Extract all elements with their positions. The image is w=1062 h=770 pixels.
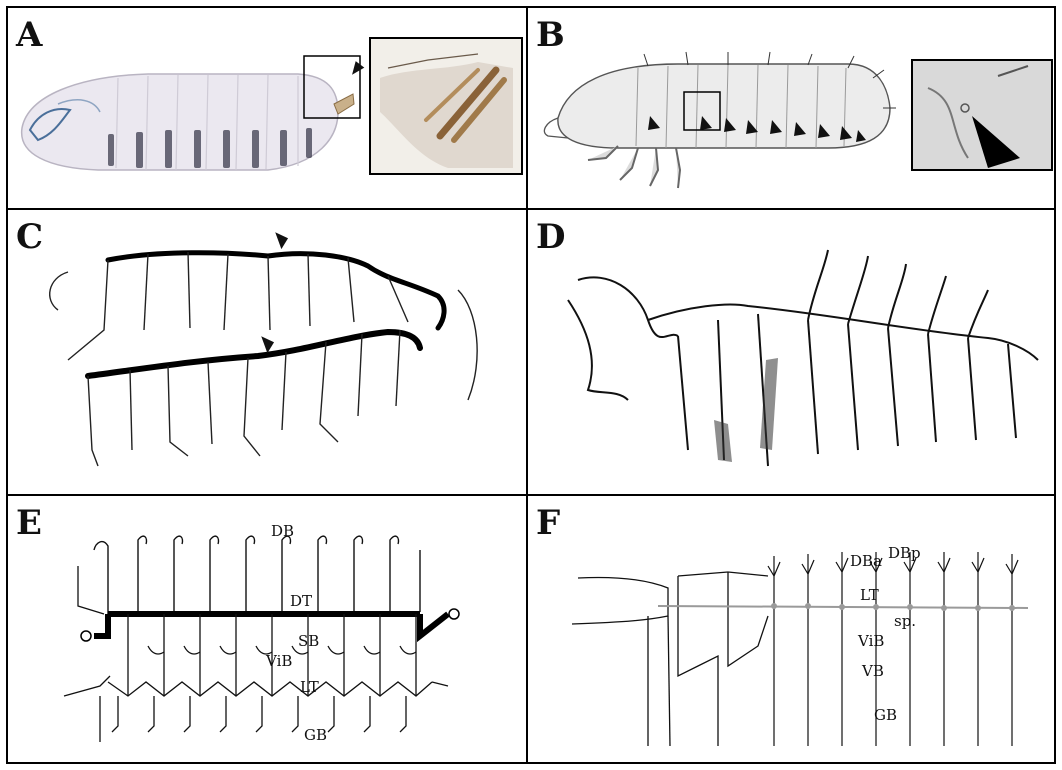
anterior-structure-f xyxy=(572,572,768,746)
label-dba: DBa xyxy=(850,552,882,570)
label-vib-f: ViB xyxy=(857,632,884,650)
label-vib: ViB xyxy=(265,652,292,670)
label-vb: VB xyxy=(861,662,884,680)
larva-body-b xyxy=(558,64,890,148)
panel-e: E xyxy=(6,494,528,764)
arrowheads-c xyxy=(261,229,291,353)
label-gb-f: GB xyxy=(874,706,897,724)
panel-f: F xyxy=(526,494,1056,764)
panel-d: D xyxy=(526,208,1056,496)
dorsal-branches-e xyxy=(94,536,420,616)
label-db: DB xyxy=(271,522,294,540)
panel-b-larva-illustration xyxy=(528,8,1056,210)
panel-d-tracheal-network xyxy=(528,210,1056,496)
panel-c-tracheal-network xyxy=(8,210,528,496)
label-dbp: DBp xyxy=(888,544,921,562)
label-dt: DT xyxy=(290,592,312,610)
panel-a: A xyxy=(6,6,528,210)
label-sp: sp. xyxy=(894,612,916,630)
label-gb: GB xyxy=(304,726,327,744)
panel-c: C xyxy=(6,208,528,496)
larva-body xyxy=(22,74,338,170)
lateral-trunk-c xyxy=(88,332,420,376)
inset-b xyxy=(912,60,1052,170)
posterior-spiracle xyxy=(334,94,354,114)
label-lt-f: LT xyxy=(860,586,879,604)
panel-b: B xyxy=(526,6,1056,210)
inset-a xyxy=(370,38,522,174)
panel-e-schematic: DB DT SB ViB LT GB xyxy=(8,496,528,764)
panel-a-larva-illustration xyxy=(8,8,528,210)
panel-f-schematic: DBa DBp LT sp. ViB VB GB xyxy=(528,496,1056,764)
label-sb: SB xyxy=(298,632,319,650)
label-lt: LT xyxy=(300,678,319,696)
arrowhead xyxy=(352,61,365,77)
